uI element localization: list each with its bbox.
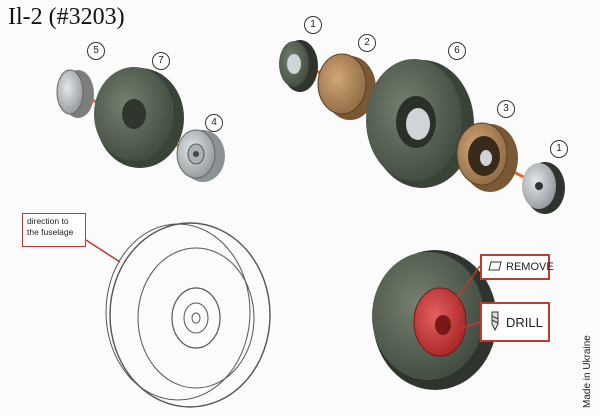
part3-spoked-hub	[456, 122, 518, 192]
left-wheel-group	[56, 67, 225, 182]
callout-part3: 3	[497, 100, 515, 118]
part6-tire	[366, 59, 474, 188]
callout-part4: 4	[205, 114, 223, 132]
made-in-label: Made in Ukraine	[582, 335, 593, 408]
part1-inner-cap	[279, 40, 318, 92]
callout-part2: 2	[358, 34, 376, 52]
drill-pointer-line	[455, 321, 481, 331]
drill-icon	[488, 310, 502, 335]
part5-hub-cap	[56, 69, 94, 118]
direction-to-fuselage-label: direction to the fuselage	[22, 213, 86, 247]
callout-part6: 6	[448, 42, 466, 60]
drill-instruction: DRILL	[480, 302, 550, 342]
remove-instruction: REMOVE	[480, 254, 554, 280]
callout-part5: 5	[87, 42, 105, 60]
remove-label: REMOVE	[506, 261, 554, 273]
part7-tire	[94, 67, 184, 168]
callout-part7: 7	[152, 52, 170, 70]
page-title: Il-2 (#3203)	[8, 4, 125, 30]
callout-part1-outer: 1	[550, 140, 568, 158]
drill-label: DRILL	[506, 314, 543, 330]
callout-part1-inner: 1	[304, 16, 322, 34]
part1-outer-cap	[522, 162, 565, 214]
remove-icon	[488, 260, 502, 275]
remove-pointer-line	[455, 265, 481, 301]
part2-spacer	[317, 53, 376, 120]
direction-pointer-line	[85, 239, 121, 263]
assembled-wheel-drawing	[105, 222, 271, 408]
modification-wheel	[372, 250, 497, 390]
part4-hub	[176, 129, 225, 182]
right-wheel-group	[279, 40, 565, 214]
